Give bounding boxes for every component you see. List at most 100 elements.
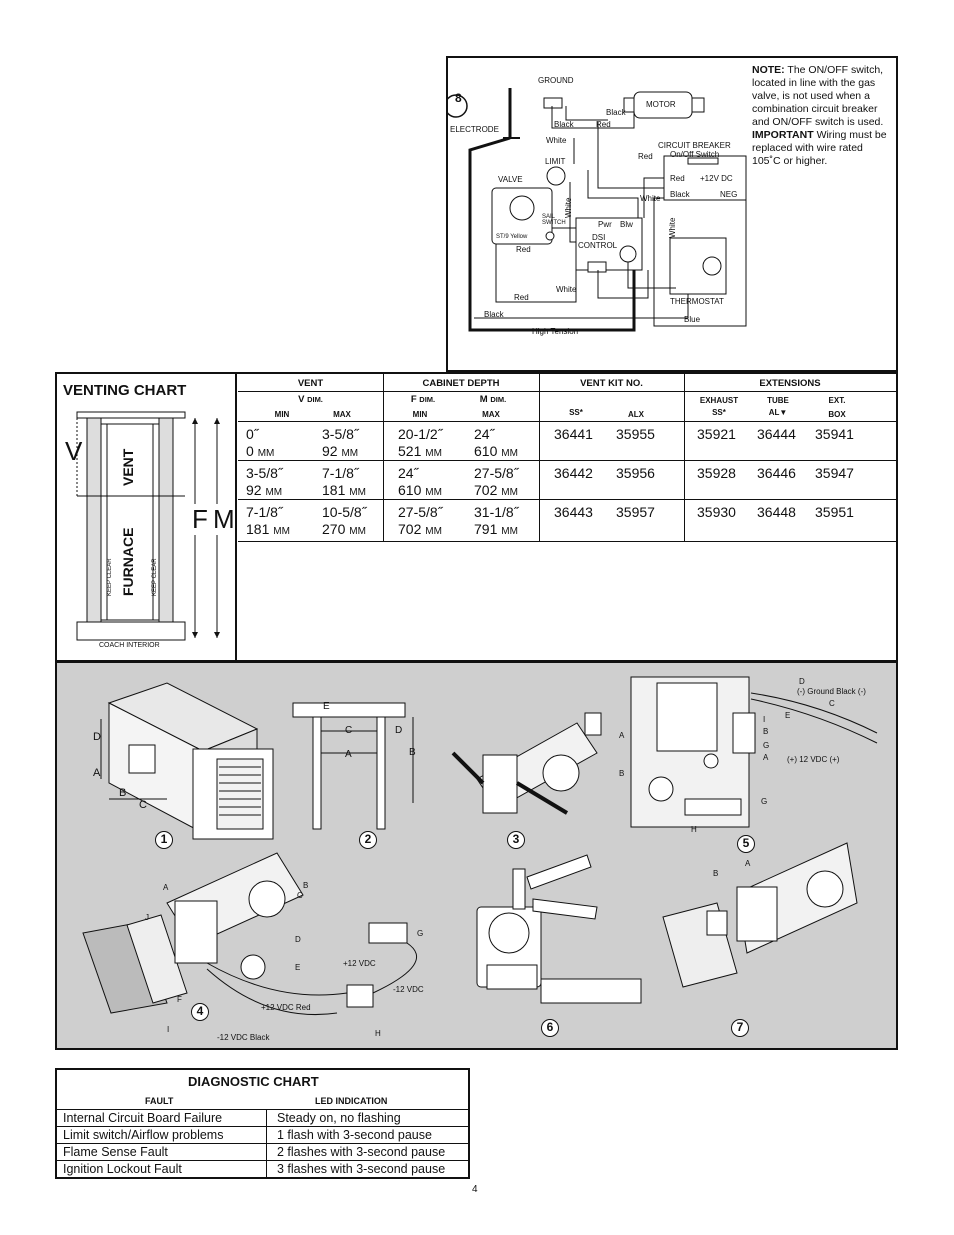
diagnostic-row: Limit switch/Airflow problems 1 flash wit… xyxy=(57,1126,468,1143)
header-alx: ALX xyxy=(628,410,644,419)
fig5-label-i: I xyxy=(763,715,766,724)
diagnostic-led-indication: 1 flash with 3-second pause xyxy=(277,1128,432,1142)
vent-cell-m-max-mm: 791 MM xyxy=(474,521,518,537)
venting-side-view-drawing xyxy=(76,411,220,641)
wire-label-blue: Blue xyxy=(684,315,701,324)
circuit-breaker-label: CIRCUIT BREAKER xyxy=(658,141,731,150)
vent-cell-f-min-mm: 521 MM xyxy=(398,443,442,459)
fig1-label-b: B xyxy=(119,787,127,799)
fig4-label-d: D xyxy=(295,935,301,944)
figure-number-1: 1 xyxy=(155,831,173,849)
fig4-label-c: C xyxy=(297,891,303,900)
vent-cell-f-min: 20-1/2˝ xyxy=(398,426,443,442)
fig4-minus12-black-label: -12 VDC Black xyxy=(217,1033,270,1042)
fig4-plus12-label: +12 VDC xyxy=(343,959,376,968)
fig1-label-d: D xyxy=(93,731,101,743)
fig4-label-f: F xyxy=(177,995,182,1004)
page-number: 4 xyxy=(472,1184,478,1195)
vent-cell-ss: 36442 xyxy=(554,465,593,481)
blw-label: Blw xyxy=(620,220,633,229)
vent-cell-alx: 35957 xyxy=(616,504,655,520)
note-label: NOTE: xyxy=(752,64,785,76)
fig1-label-c: C xyxy=(139,799,147,811)
vent-cell-v-max-mm: 92 MM xyxy=(322,443,359,459)
header-ss: SS* xyxy=(569,408,583,417)
vent-cell-box: 35941 xyxy=(815,426,854,442)
neg-label: NEG xyxy=(720,190,738,199)
installation-figures-panel: 1 2 3 5 4 6 7 D A B C E C D A B D (-) Gr… xyxy=(55,661,898,1050)
fig4-label-j: J xyxy=(145,913,149,922)
note-text: The ON/OFF switch, located in line with … xyxy=(752,64,884,128)
vent-cell-m-max-mm: 610 MM xyxy=(474,443,518,459)
fig4-plus12-red-label: +12 VDC Red xyxy=(261,1003,311,1012)
wire-label-white-4: White xyxy=(668,217,677,238)
vent-cell-exhaust: 35921 xyxy=(697,426,736,442)
keep-clear-left-label: KEEP CLEAR xyxy=(107,558,113,596)
wire-label-red-4: Red xyxy=(516,245,531,254)
fig4-label-h: H xyxy=(375,1029,381,1038)
header-m-max: MAX xyxy=(482,410,500,419)
diagnostic-fault: Limit switch/Airflow problems xyxy=(63,1128,224,1142)
fig2-label-d: D xyxy=(395,725,403,736)
vent-cell-alx: 35956 xyxy=(616,465,655,481)
thermostat-label: THERMOSTAT xyxy=(670,297,724,306)
vent-cell-tube: 36446 xyxy=(757,465,796,481)
figure-number-4: 4 xyxy=(191,1003,209,1021)
header-cabinet-depth: CABINET DEPTH xyxy=(422,378,500,389)
fig5-label-a: A xyxy=(763,753,769,762)
figure-number-3: 3 xyxy=(507,831,525,849)
vent-cell-f-min-mm: 702 MM xyxy=(398,521,442,537)
figure-number-5: 5 xyxy=(737,835,755,853)
header-exhaust: EXHAUST xyxy=(699,396,739,405)
header-fault: FAULT xyxy=(145,1096,174,1106)
fig4-label-a: A xyxy=(163,883,169,892)
ground-label: GROUND xyxy=(538,76,574,85)
wiring-note: NOTE: The ON/OFF switch, located in line… xyxy=(752,64,894,168)
vent-cell-ss: 36441 xyxy=(554,426,593,442)
vent-cell-box: 35951 xyxy=(815,504,854,520)
vent-cell-f-min: 24˝ xyxy=(398,465,419,481)
fig5-label-c: C xyxy=(829,699,835,708)
installation-figures-drawing xyxy=(82,676,878,1016)
header-v-dim: V DIM. xyxy=(298,394,323,405)
vent-cell-v-min: 0˝ xyxy=(246,426,259,442)
vent-cell-m-max: 27-5/8˝ xyxy=(474,465,519,481)
fig4-label-b: B xyxy=(303,881,309,890)
header-exhaust-ss: SS* xyxy=(712,408,726,417)
fig5-label-a2: A xyxy=(619,731,625,740)
m-dimension-label: M xyxy=(213,504,235,535)
wire-label-red-2: Red xyxy=(638,152,653,161)
header-tube-al: AL▼ xyxy=(768,408,788,417)
vent-cell-v-max-mm: 270 MM xyxy=(322,521,366,537)
wire-label-white-5: White xyxy=(556,285,577,294)
header-box: BOX xyxy=(828,410,846,419)
f-dimension-label: F xyxy=(192,504,208,535)
wire-label-black-3: Black xyxy=(670,190,690,199)
furnace-diagram-label: FURNACE xyxy=(120,527,136,596)
electrode-label: ELECTRODE xyxy=(450,125,499,134)
wire-label-white-1: White xyxy=(546,136,567,145)
wiring-diagram-panel: 8 GROUND ELECTRODE MOTOR Black Black Red… xyxy=(446,56,898,372)
fig5-label-g: G xyxy=(763,741,770,750)
header-v-min: MIN xyxy=(274,410,290,419)
vent-cell-f-min: 27-5/8˝ xyxy=(398,504,443,520)
header-extensions: EXTENSIONS xyxy=(759,378,821,389)
fig2-label-c: C xyxy=(345,725,353,736)
header-f-min: MIN xyxy=(412,410,428,419)
header-v-max: MAX xyxy=(333,410,351,419)
vent-cell-v-min-mm: 181 MM xyxy=(246,521,290,537)
wiring-diagram-drawing xyxy=(448,88,747,332)
v-dimension-label: V xyxy=(65,436,83,466)
header-vent: VENT xyxy=(297,378,324,389)
fig5-label-b2: B xyxy=(619,769,625,778)
wire-label-red-5: Red xyxy=(514,293,529,302)
header-led-indication: LED INDICATION xyxy=(315,1096,388,1106)
header-f-dim: F DIM. xyxy=(410,394,436,405)
fig5-label-e: E xyxy=(785,711,791,720)
diagnostic-led-indication: Steady on, no flashing xyxy=(277,1111,401,1125)
st9-yellow-label: ST/9 Yellow xyxy=(496,234,528,240)
fig5-label-h: H xyxy=(691,825,697,834)
figure-number-2: 2 xyxy=(359,831,377,849)
header-tube: TUBE xyxy=(767,396,789,405)
venting-diagram: VENTING CHART V F M VENT FURNACE KEEP CL… xyxy=(57,374,237,660)
